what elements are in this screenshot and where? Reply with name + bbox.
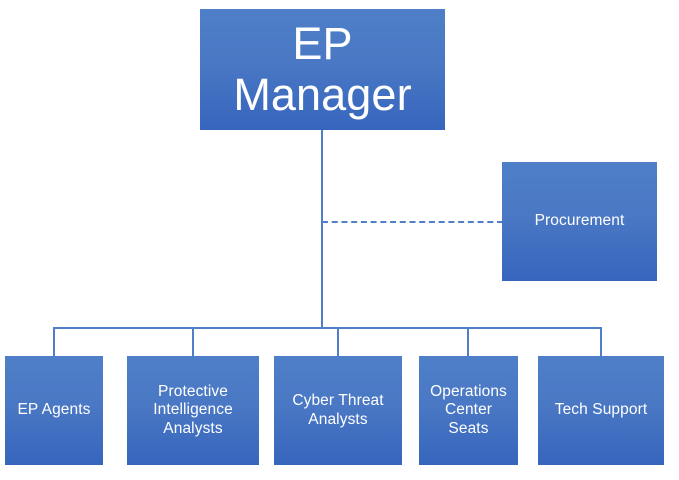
connector-drop-1 bbox=[53, 327, 55, 356]
connector-drop-2 bbox=[192, 327, 194, 356]
org-node-protective-intelligence-analysts[interactable]: Protective Intelligence Analysts bbox=[127, 356, 259, 465]
connector-dashed-procurement bbox=[322, 221, 503, 223]
org-node-cyber-threat-analysts[interactable]: Cyber Threat Analysts bbox=[274, 356, 402, 465]
connector-root-trunk bbox=[321, 130, 323, 328]
org-node-procurement[interactable]: Procurement bbox=[502, 162, 657, 281]
connector-horizontal-bus bbox=[54, 327, 602, 329]
org-node-ep-manager[interactable]: EP Manager bbox=[200, 9, 445, 130]
org-node-tech-support[interactable]: Tech Support bbox=[538, 356, 664, 465]
connector-drop-5 bbox=[600, 327, 602, 356]
connector-drop-4 bbox=[467, 327, 469, 356]
connector-drop-3 bbox=[337, 327, 339, 356]
org-node-ep-agents[interactable]: EP Agents bbox=[5, 356, 103, 465]
org-node-operations-center-seats[interactable]: Operations Center Seats bbox=[419, 356, 518, 465]
